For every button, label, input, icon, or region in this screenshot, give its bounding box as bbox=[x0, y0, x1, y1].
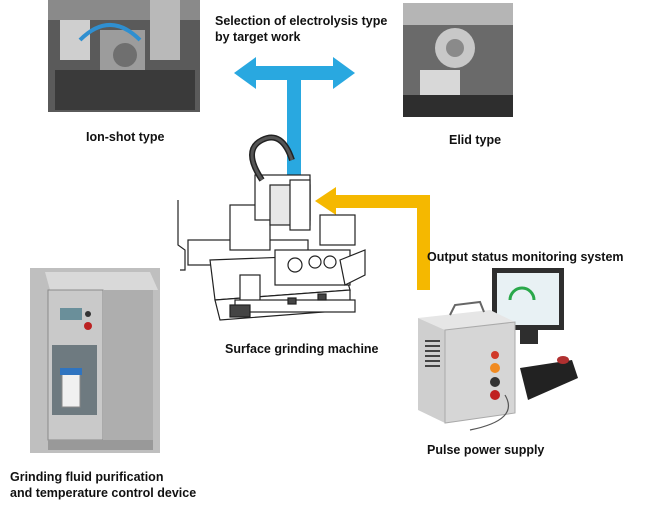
surface-grinding-machine-drawing bbox=[177, 134, 366, 321]
elid-photo bbox=[403, 3, 513, 117]
grinding-fluid-device-photo bbox=[30, 268, 160, 453]
ion-shot-photo bbox=[48, 0, 200, 112]
output-status-label: Output status monitoring system bbox=[427, 250, 624, 264]
selection-label-line2: by target work bbox=[215, 30, 301, 44]
pulse-power-label: Pulse power supply bbox=[427, 443, 545, 457]
output-arrow bbox=[315, 187, 430, 290]
grinding-fluid-label-line2: and temperature control device bbox=[10, 486, 197, 500]
pulse-power-supply-photo bbox=[418, 268, 578, 431]
selection-label-line1: Selection of electrolysis type bbox=[215, 14, 388, 28]
ion-shot-label: Ion-shot type bbox=[86, 130, 165, 144]
elid-label: Elid type bbox=[449, 133, 502, 147]
surface-grinding-label: Surface grinding machine bbox=[225, 342, 379, 356]
grinding-fluid-label-line1: Grinding fluid purification bbox=[10, 470, 164, 484]
